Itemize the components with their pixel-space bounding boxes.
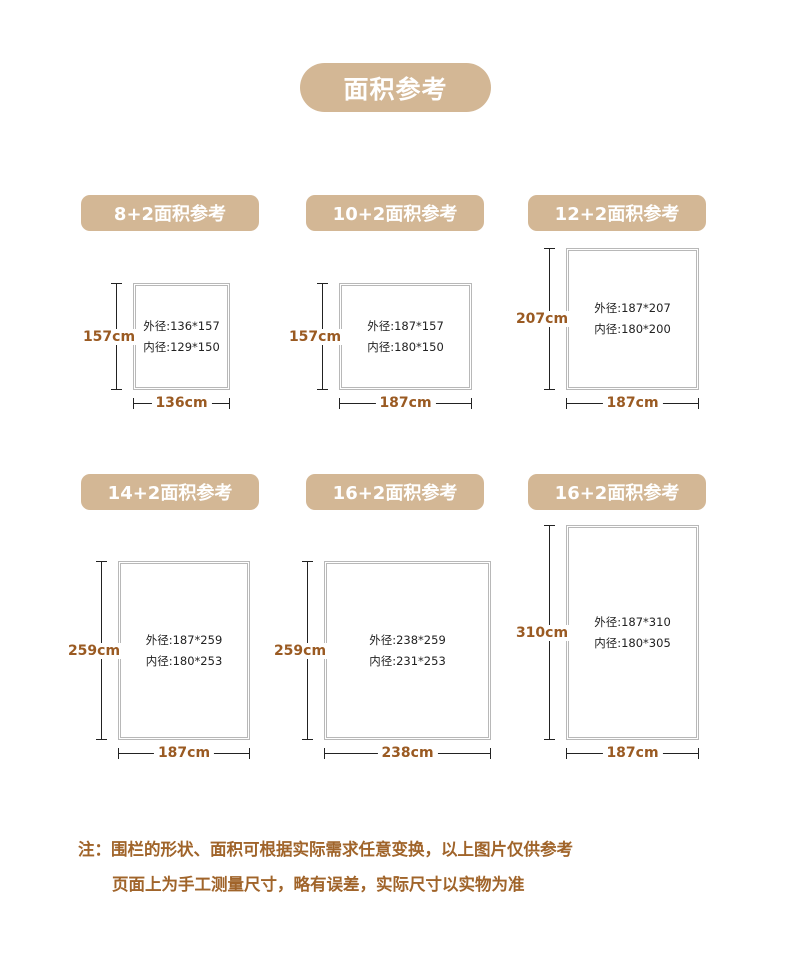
outer-dimension: 外径:187*259 [145,632,223,647]
height-label: 259cm [271,642,329,659]
note-line-1: 注：围栏的形状、面积可根据实际需求任意变换，以上图片仅供参考 [78,840,573,859]
width-label: 187cm [375,395,436,411]
height-label: 259cm [65,642,123,659]
width-label: 136cm [151,395,212,411]
inner-dimension: 内径:231*253 [369,653,446,668]
width-label: 187cm [602,745,663,761]
inner-dimension: 内径:180*200 [594,322,671,336]
fence-outline: 外径:187*259 内径:180*253 [118,561,250,740]
fence-outline: 外径:238*259 内径:231*253 [324,561,491,740]
height-label: 310cm [513,624,571,641]
fence-outline: 外径:187*157 内径:180*150 [339,283,472,390]
inner-dimension: 内径:129*150 [143,339,220,354]
card-title-badge: 10+2面积参考 [306,195,484,231]
fence-outline: 外径:187*310 内径:180*305 [566,525,699,740]
width-label: 238cm [377,745,438,761]
note-line-2: 页面上为手工测量尺寸，略有误差，实际尺寸以实物为准 [112,875,525,894]
height-label: 207cm [513,311,571,327]
outer-dimension: 外径:187*310 [594,614,671,629]
fence-outline: 外径:187*207 内径:180*200 [566,248,699,390]
height-label: 157cm [80,328,138,345]
card-title-badge: 16+2面积参考 [306,474,484,510]
inner-dimension: 内径:180*305 [594,635,671,650]
card-title-badge: 14+2面积参考 [81,474,259,510]
inner-dimension: 内径:180*150 [367,339,444,354]
fence-outline: 外径:136*157 内径:129*150 [133,283,230,390]
height-label: 157cm [286,328,344,345]
outer-dimension: 外径:187*157 [367,318,444,333]
inner-dimension: 内径:180*253 [145,653,223,668]
outer-dimension: 外径:187*207 [594,301,671,315]
width-label: 187cm [602,395,663,411]
main-title: 面积参考 [300,63,491,112]
outer-dimension: 外径:136*157 [143,318,220,333]
card-title-badge: 8+2面积参考 [81,195,259,231]
width-label: 187cm [153,745,215,761]
card-title-badge: 16+2面积参考 [528,474,706,510]
card-title-badge: 12+2面积参考 [528,195,706,231]
outer-dimension: 外径:238*259 [369,632,446,647]
